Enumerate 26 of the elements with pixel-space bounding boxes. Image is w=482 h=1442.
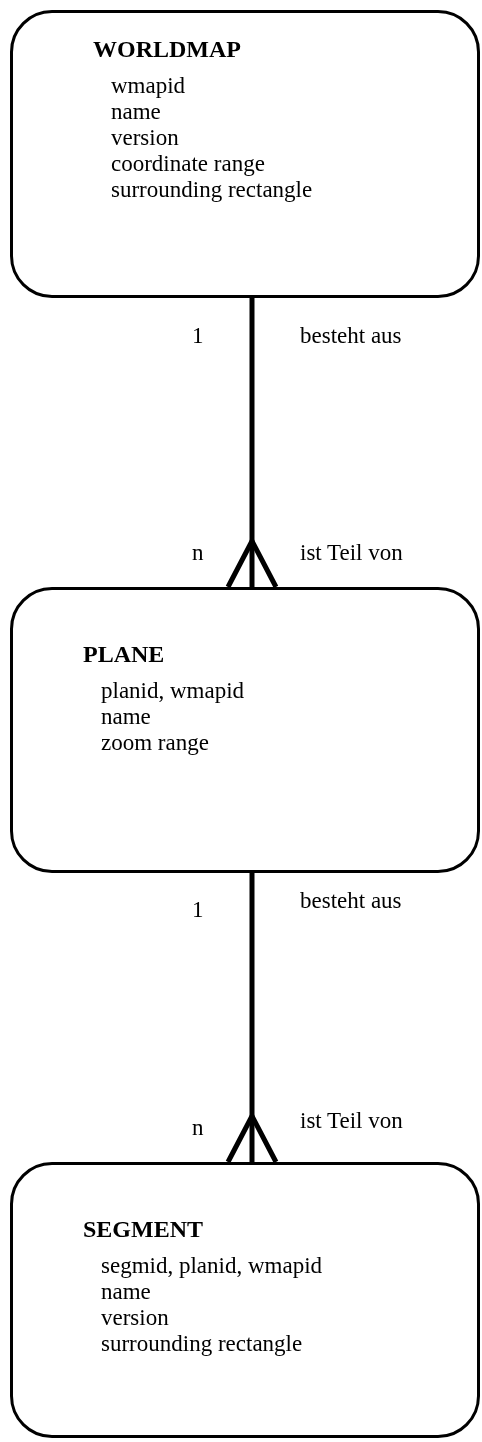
cardinality-label: besteht aus xyxy=(300,323,402,349)
attribute-text: version xyxy=(101,1305,170,1331)
cardinality-label: 1 xyxy=(192,897,204,923)
attribute-text: wmapid xyxy=(111,73,187,99)
cardinality-label: 1 xyxy=(192,323,204,349)
entity-box xyxy=(10,10,480,298)
attribute-text: zoom range xyxy=(101,730,210,756)
entity-name: PLANE xyxy=(83,640,165,668)
cardinality-label: ist Teil von xyxy=(300,540,403,566)
attribute-text: coordinate range xyxy=(111,151,266,177)
attribute-text: name xyxy=(111,99,162,125)
cardinality-label: besteht aus xyxy=(300,888,402,914)
attribute-text: surrounding rectangle xyxy=(101,1331,304,1357)
attribute-text: segmid, planid, wmapid xyxy=(101,1253,323,1279)
entity-box xyxy=(10,1162,480,1438)
attribute-text: name xyxy=(101,1279,152,1305)
entity-box xyxy=(10,587,480,873)
attribute-text: name xyxy=(101,704,152,730)
entity-name: SEGMENT xyxy=(83,1215,204,1243)
attribute-text: version xyxy=(111,125,180,151)
cardinality-label: n xyxy=(192,1115,204,1141)
entity-name: WORLDMAP xyxy=(93,35,241,63)
attribute-text: planid, wmapid xyxy=(101,678,245,704)
cardinality-label: ist Teil von xyxy=(300,1108,403,1134)
cardinality-label: n xyxy=(192,540,204,566)
attribute-text: surrounding rectangle xyxy=(111,177,313,203)
